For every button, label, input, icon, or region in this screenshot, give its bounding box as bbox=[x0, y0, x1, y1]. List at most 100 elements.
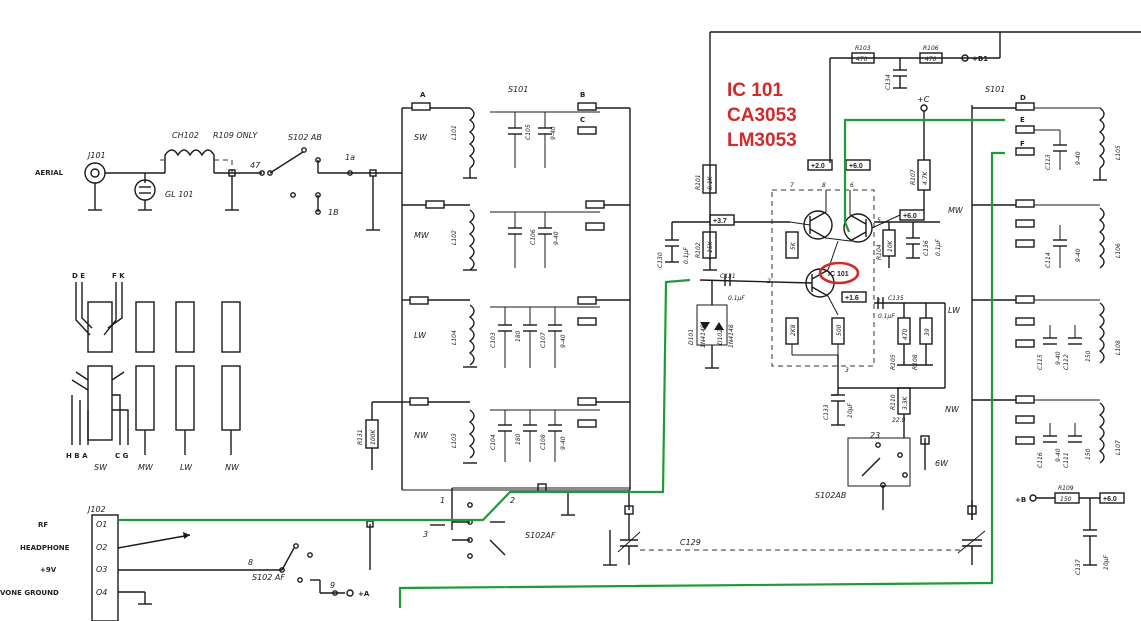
ic-title-line2: CA3053 bbox=[727, 105, 797, 126]
r103-label: R103 bbox=[855, 45, 871, 52]
node-1-label: 1 bbox=[440, 496, 445, 505]
pin-7-label: 7 bbox=[790, 182, 794, 189]
ic101-package-outline bbox=[771, 189, 875, 367]
trim-lw-label: 9-40 bbox=[560, 334, 567, 348]
trim-sw-label: 9-40 bbox=[550, 126, 557, 140]
highlighted-signal-path bbox=[118, 118, 1005, 608]
right-band-lw-label: LW bbox=[948, 306, 961, 315]
c130-value: 0.1µF bbox=[683, 247, 690, 264]
pin-3-label: 3 bbox=[845, 367, 849, 374]
band-row-sw: SW L101 C105 9-40 bbox=[402, 102, 630, 179]
band-sw-label: SW bbox=[414, 133, 428, 142]
j102-label: J102 bbox=[86, 505, 106, 514]
supply-a-label: +A bbox=[358, 590, 370, 598]
r107-value: 4.7K bbox=[922, 170, 929, 185]
v-left-label: +3.7 bbox=[713, 218, 727, 225]
node-23-label: 23 bbox=[870, 431, 880, 440]
cap-c112-label: C112 bbox=[1063, 354, 1070, 370]
pin-6-label: 6 bbox=[850, 182, 854, 189]
cap-c116-value: 9-40 bbox=[1055, 448, 1062, 462]
cap-c104-label: C104 bbox=[490, 434, 497, 450]
matrix-bot-left: H B A bbox=[66, 452, 88, 460]
band-mw-label: MW bbox=[414, 231, 430, 240]
band-row-mw: MW L102 C106 9-40 bbox=[402, 200, 630, 271]
matrix-col-lw: LW bbox=[180, 463, 193, 472]
d101-type: 1N4148 bbox=[700, 324, 707, 348]
plus-b-label: +B bbox=[1015, 496, 1026, 504]
matrix-col-sw: SW bbox=[94, 463, 108, 472]
s101-band-switch-right: S101 D E F C113 9-40 L105 MW bbox=[945, 32, 1122, 520]
c131-label: C131 bbox=[720, 273, 736, 280]
r104-value: 10K bbox=[887, 239, 894, 252]
node-1b-label: 1B bbox=[328, 208, 339, 217]
r105-value: 470 bbox=[902, 328, 909, 340]
r108-label: R108 bbox=[912, 354, 919, 370]
r106-value: 470 bbox=[925, 56, 937, 63]
r102-value: 15K bbox=[707, 240, 714, 253]
pin-8-label: 8 bbox=[822, 182, 826, 189]
matrix-top-right: F K bbox=[112, 272, 125, 280]
r102-label: R102 bbox=[695, 242, 702, 258]
c137-value: 10µF bbox=[1103, 555, 1110, 570]
node-9-label: 9 bbox=[330, 581, 335, 590]
aerial-jack-icon bbox=[84, 162, 106, 184]
pin-o4-label: O4 bbox=[96, 588, 107, 597]
cap-c113-value: 9-40 bbox=[1075, 151, 1082, 165]
node-2-label: 2 bbox=[510, 496, 515, 505]
right-band-mw-label: MW bbox=[948, 206, 964, 215]
coil-l108-label: L108 bbox=[1115, 340, 1122, 355]
right-row-lw: LW C115 9-40 C112 150 L108 bbox=[948, 295, 1122, 370]
r105-label: R105 bbox=[890, 354, 897, 370]
cap-c103-value: 180 bbox=[515, 330, 522, 342]
coil-l105-icon bbox=[1098, 107, 1105, 169]
resistor-r101-icon bbox=[702, 164, 717, 194]
coil-l102-icon bbox=[468, 209, 475, 271]
cap-c113-label: C113 bbox=[1045, 154, 1052, 170]
node-47-label: 47 bbox=[250, 161, 261, 170]
supply-b1-label: +B1 bbox=[972, 55, 988, 63]
matrix-col-mw: MW bbox=[138, 463, 154, 472]
matrix-block-sw-upper bbox=[87, 301, 113, 353]
pin-o2-label: O2 bbox=[96, 543, 107, 552]
green-trace-return bbox=[398, 151, 1005, 608]
contact-b-label: B bbox=[580, 91, 585, 99]
cap-c112-value: 150 bbox=[1085, 350, 1092, 362]
matrix-top-left: D E bbox=[72, 272, 85, 280]
coil-l102-label: L102 bbox=[451, 230, 458, 245]
s102af2-label: S102AF bbox=[525, 531, 556, 540]
coil-l103-label: L103 bbox=[451, 433, 458, 448]
r109b-value: 150 bbox=[1060, 496, 1072, 503]
c131-value: 0.1µF bbox=[728, 295, 745, 302]
v-out-label: +6.0 bbox=[1103, 496, 1117, 503]
lower-section: J102 RF HEADPHONE +9V VONE GROUND O1 O2 … bbox=[0, 431, 1125, 621]
switch-s102ab-label: S102 AB bbox=[288, 133, 322, 142]
c129-label: C129 bbox=[680, 538, 701, 547]
coil-l103-icon bbox=[468, 409, 475, 459]
green-trace-output bbox=[843, 118, 1005, 233]
r106-label: R106 bbox=[923, 45, 939, 52]
node-3-label: 3 bbox=[423, 530, 428, 539]
r109-only-label: R109 ONLY bbox=[213, 131, 258, 140]
r104-label: R104 bbox=[876, 244, 883, 260]
resistor-r106-icon bbox=[919, 52, 943, 64]
coil-l107-label: L107 bbox=[1115, 440, 1122, 455]
cap-c108-label: C108 bbox=[540, 434, 547, 450]
ch102-label: CH102 bbox=[172, 131, 199, 140]
r109b-label: R109 bbox=[1058, 485, 1074, 492]
connector-j102-icon bbox=[91, 514, 119, 621]
s101-right-label: S101 bbox=[985, 85, 1005, 94]
right-row-nw: NW C116 9-40 C111 150 L107 bbox=[945, 395, 1122, 468]
v-top-label: +2.0 bbox=[811, 163, 825, 170]
ic-title-line1: IC 101 bbox=[727, 80, 783, 101]
int-r-5k: 5K bbox=[790, 241, 797, 250]
diode-d101-icon bbox=[700, 322, 710, 330]
cap-c114-label: C114 bbox=[1045, 252, 1052, 268]
band-lw-label: LW bbox=[414, 331, 427, 340]
row-headphone-label: HEADPHONE bbox=[20, 544, 70, 552]
pin-1-label: 1 bbox=[877, 298, 881, 305]
matrix-col-nw: NW bbox=[225, 463, 240, 472]
row-ground-label: VONE GROUND bbox=[0, 589, 59, 597]
coil-l101-icon bbox=[468, 107, 475, 169]
r110-label: R110 bbox=[890, 394, 897, 410]
